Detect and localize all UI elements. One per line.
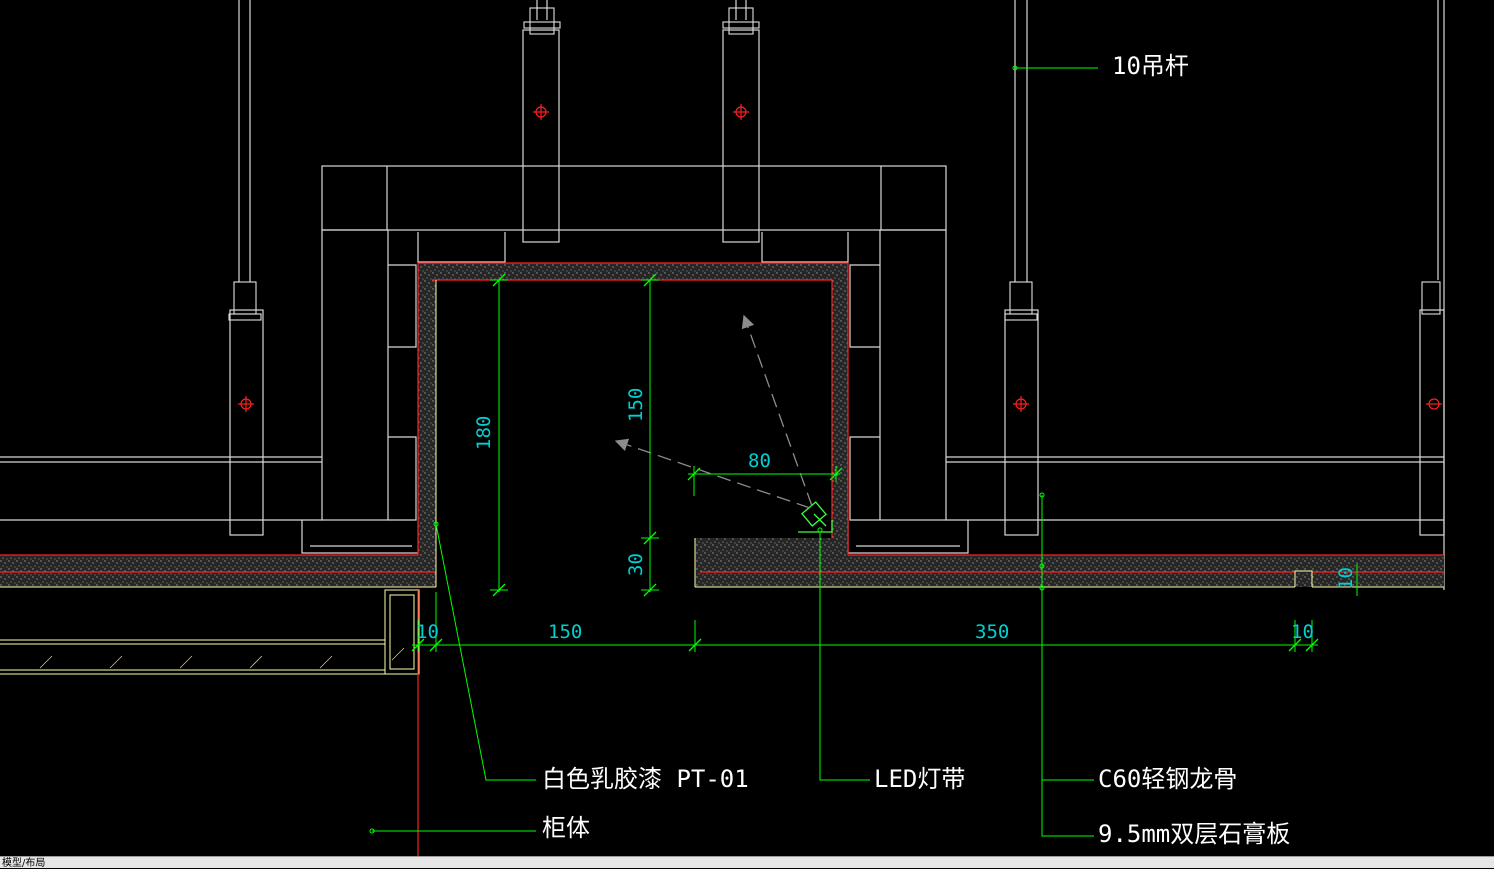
dimension-10-right: 10 bbox=[1291, 621, 1314, 643]
label-led: LED灯带 bbox=[874, 765, 965, 793]
label-hanger-rod: 10吊杆 bbox=[1112, 52, 1189, 80]
hangers bbox=[229, 29, 1445, 536]
layout-tab-strip: 模型/布局 bbox=[0, 856, 1494, 869]
dimension-150-horizontal: 150 bbox=[548, 621, 582, 643]
dimension-30: 30 bbox=[625, 553, 647, 576]
dimension-150-vertical: 150 bbox=[625, 388, 647, 422]
dimension-180: 180 bbox=[473, 416, 495, 450]
frame-structure bbox=[0, 0, 1445, 590]
hanger-bolt-holes bbox=[238, 104, 1442, 412]
hanger-bolts bbox=[228, 7, 1441, 321]
leader-lines bbox=[372, 67, 1098, 837]
dimension-ticks bbox=[411, 273, 1319, 652]
dimension-10-side: 10 bbox=[1335, 567, 1357, 590]
cabinet-body bbox=[0, 589, 420, 675]
board-edges bbox=[0, 262, 1444, 573]
layout-tab[interactable]: 模型/布局 bbox=[2, 858, 46, 869]
cabinet-hatch bbox=[39, 647, 405, 669]
board-outline bbox=[0, 280, 1444, 588]
leader-dots bbox=[369, 65, 1045, 834]
led-fixture bbox=[798, 501, 833, 533]
gypsum-board bbox=[0, 263, 1444, 587]
dimension-350: 350 bbox=[975, 621, 1009, 643]
dimension-80: 80 bbox=[748, 450, 771, 472]
label-cabinet: 柜体 bbox=[542, 814, 590, 842]
label-keel: C60轻钢龙骨 bbox=[1098, 765, 1237, 793]
label-gypsum: 9.5mm双层石膏板 bbox=[1098, 820, 1290, 848]
keel-profiles bbox=[301, 232, 969, 554]
hanger-rods bbox=[238, 0, 1028, 282]
dimension-lines bbox=[412, 279, 1358, 652]
label-paint: 白色乳胶漆 PT-01 bbox=[542, 765, 749, 793]
dimension-10-left: 10 bbox=[416, 621, 439, 643]
